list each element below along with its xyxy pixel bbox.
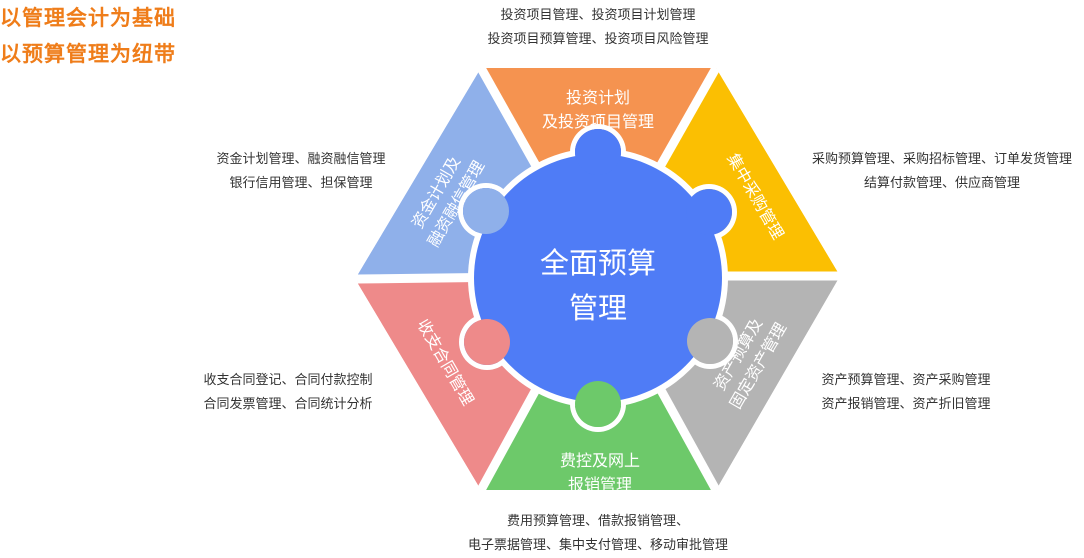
description-bottom: 费用预算管理、借款报销管理、 电子票据管理、集中支付管理、移动审批管理 <box>448 510 748 558</box>
description-upper-right-line-2: 结算付款管理、供应商管理 <box>863 176 1020 191</box>
central-hub[interactable] <box>474 154 722 402</box>
segment-top-label-1: 投资计划 <box>566 88 630 107</box>
description-lower-left-line-1: 收支合同登记、合同付款控制 <box>203 373 373 388</box>
description-upper-left-line-1: 资金计划管理、融资融信管理 <box>216 152 386 167</box>
description-upper-right: 采购预算管理、采购招标管理、订单发货管理 结算付款管理、供应商管理 <box>800 148 1084 196</box>
description-upper-left-line-2: 银行信用管理、担保管理 <box>229 176 373 191</box>
description-top: 投资项目管理、投资项目计划管理 投资项目预算管理、投资项目风险管理 <box>468 4 728 52</box>
description-bottom-line-1: 费用预算管理、借款报销管理、 <box>506 514 689 529</box>
headline-line-2: 以预算管理为纽带 <box>0 42 176 66</box>
hub-title-line-2: 管理 <box>569 291 627 325</box>
description-top-line-2: 投资项目预算管理、投资项目风险管理 <box>487 32 709 47</box>
description-lower-right-line-2: 资产报销管理、资产折旧管理 <box>821 397 991 412</box>
description-lower-left-line-2: 合同发票管理、合同统计分析 <box>203 397 373 412</box>
description-lower-left: 收支合同登记、合同付款控制 合同发票管理、合同统计分析 <box>188 369 388 417</box>
segment-bottom-label-2: 报销管理 <box>568 475 632 494</box>
headline-line-1: 以管理会计为基础 <box>0 6 176 30</box>
description-lower-right: 资产预算管理、资产采购管理 资产报销管理、资产折旧管理 <box>806 369 1006 417</box>
description-top-line-1: 投资项目管理、投资项目计划管理 <box>500 8 696 23</box>
segment-bottom-label-1: 费控及网上 <box>560 451 640 470</box>
description-upper-left: 资金计划管理、融资融信管理 银行信用管理、担保管理 <box>196 148 406 196</box>
segment-top-label-2: 及投资项目管理 <box>542 112 654 131</box>
hub-title-line-1: 全面预算 <box>540 246 656 280</box>
description-bottom-line-2: 电子票据管理、集中支付管理、移动审批管理 <box>467 538 728 553</box>
description-upper-right-line-1: 采购预算管理、采购招标管理、订单发货管理 <box>811 152 1072 167</box>
description-lower-right-line-1: 资产预算管理、资产采购管理 <box>821 373 991 388</box>
